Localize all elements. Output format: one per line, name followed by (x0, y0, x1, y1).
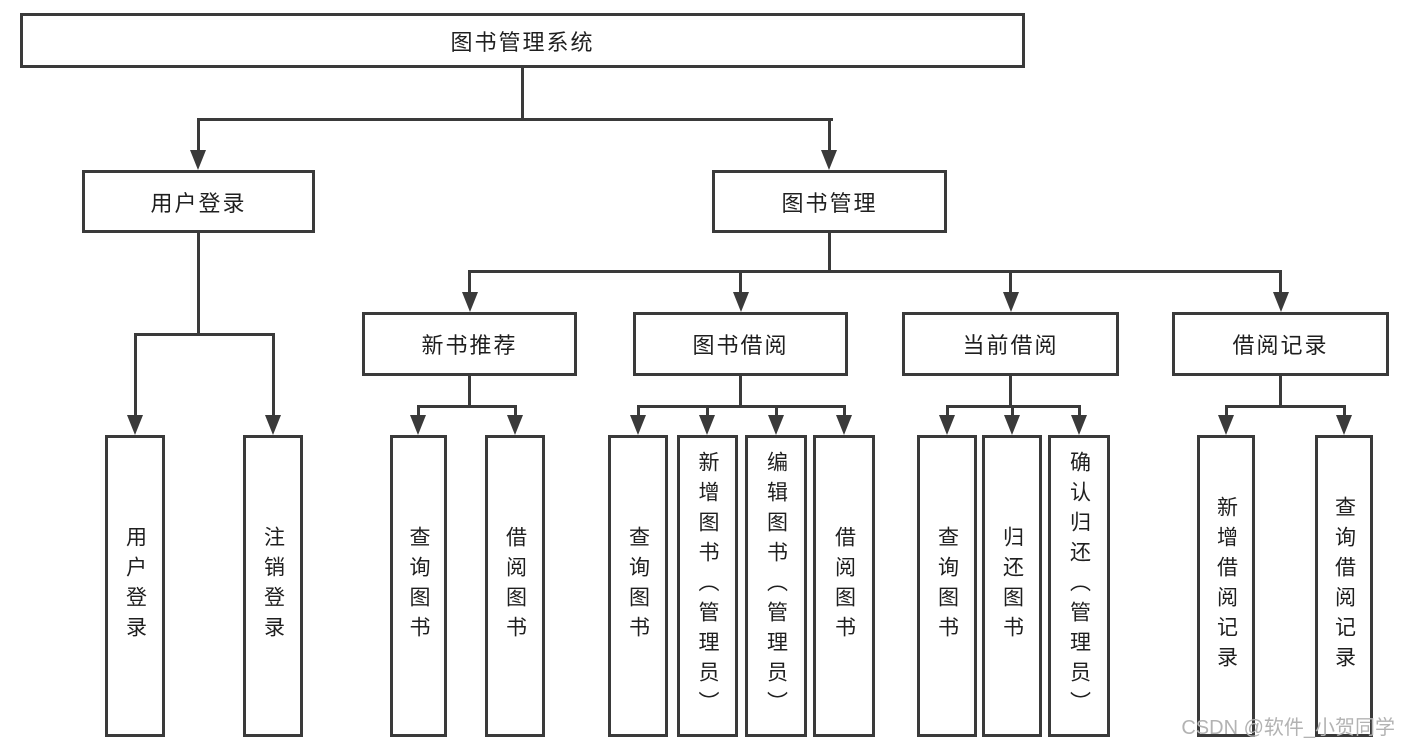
arrowhead (462, 292, 478, 312)
leaf-label: 借阅图书 (832, 526, 856, 646)
leaf-label: 确认归还（管理员） (1067, 451, 1091, 721)
arrowhead (939, 415, 955, 435)
leaf-label: 查询借阅记录 (1332, 496, 1356, 676)
arrowhead (821, 150, 837, 170)
leaf-confirm-return-admin: 确认归还（管理员） (1048, 435, 1110, 737)
node-label: 图书管理系统 (450, 29, 595, 55)
arrowhead (1004, 415, 1020, 435)
leaf-return-books: 归还图书 (982, 435, 1042, 737)
leaf-label: 编辑图书（管理员） (764, 451, 788, 721)
line-segment (946, 405, 949, 417)
leaf-query-books-current: 查询图书 (917, 435, 977, 737)
line-segment (1279, 376, 1282, 408)
line-segment (1011, 405, 1014, 417)
line-segment (514, 405, 517, 417)
line-segment (1078, 405, 1081, 417)
node-label: 当前借阅 (962, 333, 1059, 358)
line-segment (706, 405, 709, 417)
line-segment (1009, 270, 1012, 295)
leaf-borrow-books-borrowing: 借阅图书 (813, 435, 875, 737)
leaf-label: 新增借阅记录 (1214, 496, 1238, 676)
leaf-label: 归还图书 (1000, 526, 1024, 646)
node-label: 用户登录 (150, 190, 247, 216)
line-segment (739, 270, 742, 295)
line-segment (134, 333, 137, 417)
arrowhead (1003, 292, 1019, 312)
leaf-label: 借阅图书 (503, 526, 527, 646)
line-segment (468, 270, 471, 295)
arrowhead (1218, 415, 1234, 435)
arrowhead (733, 292, 749, 312)
line-segment (637, 405, 846, 408)
line-segment (272, 333, 275, 417)
node-new-book-recommendation: 新书推荐 (362, 312, 577, 376)
line-segment (1343, 405, 1346, 417)
leaf-query-books-recommend: 查询图书 (390, 435, 447, 737)
line-segment (1279, 270, 1282, 295)
arrowhead (1273, 292, 1289, 312)
leaf-label: 查询图书 (626, 526, 650, 646)
line-segment (739, 376, 742, 408)
line-segment (828, 118, 831, 152)
leaf-logout: 注销登录 (243, 435, 303, 737)
leaf-edit-book-admin: 编辑图书（管理员） (745, 435, 807, 737)
node-library-system: 图书管理系统 (20, 13, 1025, 68)
arrowhead (768, 415, 784, 435)
line-segment (1225, 405, 1228, 417)
line-segment (197, 118, 200, 152)
leaf-borrow-books-recommend: 借阅图书 (485, 435, 545, 737)
line-segment (468, 270, 1281, 273)
leaf-label: 查询图书 (407, 526, 430, 646)
line-segment (417, 405, 420, 417)
line-segment (775, 405, 778, 417)
line-segment (1009, 376, 1012, 408)
arrowhead (1071, 415, 1087, 435)
arrowhead (265, 415, 281, 435)
line-segment (521, 68, 524, 121)
leaf-add-borrow-record: 新增借阅记录 (1197, 435, 1255, 737)
leaf-add-book-admin: 新增图书（管理员） (677, 435, 738, 737)
line-segment (468, 376, 471, 408)
leaf-query-borrow-record: 查询借阅记录 (1315, 435, 1373, 737)
arrowhead (507, 415, 523, 435)
line-segment (134, 333, 274, 336)
leaf-query-books-borrowing: 查询图书 (608, 435, 668, 737)
node-book-borrowing: 图书借阅 (633, 312, 848, 376)
line-segment (197, 118, 833, 121)
leaf-label: 查询图书 (935, 526, 959, 646)
line-segment (637, 405, 640, 417)
watermark: CSDN @软件_小贺同学 (1181, 717, 1395, 739)
node-label: 图书管理 (781, 190, 878, 216)
leaf-label: 注销登录 (261, 526, 285, 646)
line-segment (417, 405, 517, 408)
leaf-label: 用户登录 (123, 526, 147, 646)
line-segment (828, 233, 831, 273)
arrowhead (699, 415, 715, 435)
line-segment (197, 233, 200, 336)
arrowhead (410, 415, 426, 435)
arrowhead (190, 150, 206, 170)
line-segment (843, 405, 846, 417)
leaf-user-login: 用户登录 (105, 435, 165, 737)
line-segment (1225, 405, 1345, 408)
node-label: 借阅记录 (1232, 333, 1329, 358)
node-label: 新书推荐 (421, 333, 518, 358)
arrowhead (630, 415, 646, 435)
node-user-login: 用户登录 (82, 170, 315, 233)
arrowhead (836, 415, 852, 435)
leaf-label: 新增图书（管理员） (696, 451, 719, 721)
node-label: 图书借阅 (692, 333, 789, 358)
arrowhead (127, 415, 143, 435)
node-current-borrowing: 当前借阅 (902, 312, 1119, 376)
node-borrowing-records: 借阅记录 (1172, 312, 1389, 376)
arrowhead (1336, 415, 1352, 435)
node-book-management: 图书管理 (712, 170, 947, 233)
